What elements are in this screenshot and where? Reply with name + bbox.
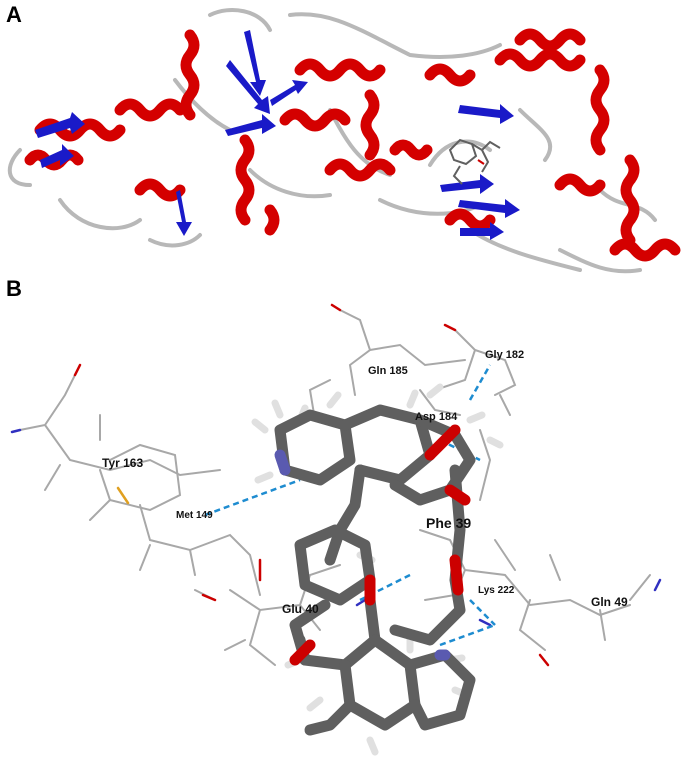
residue-label-gln49: Gln 49	[591, 595, 628, 609]
residue-label-gly182: Gly 182	[485, 349, 524, 361]
protein-ribbon-structure	[7, 8, 681, 274]
residue-label-phe39: Phe 39	[426, 515, 471, 531]
residue-label-asp184: Asp 184	[415, 411, 458, 423]
residue-label-tyr163: Tyr 163	[102, 456, 143, 470]
panel-b-label: B	[6, 276, 22, 301]
residue-label-lys222: Lys 222	[478, 585, 515, 596]
residue-label-gln185: Gln 185	[368, 365, 408, 377]
beta-sheets	[35, 30, 520, 240]
residue-labels: Gly 182 Gln 185 Asp 184 Tyr 163 Met 149 …	[102, 349, 628, 616]
ligand-in-pocket	[448, 138, 501, 185]
residue-label-met149: Met 149	[176, 510, 213, 521]
residue-label-glu40: Glu 40	[282, 602, 319, 616]
ligand-sticks	[251, 383, 504, 756]
heteroatoms	[10, 303, 662, 667]
residue-sticks	[19, 309, 651, 666]
panel-a-label: A	[6, 2, 22, 27]
